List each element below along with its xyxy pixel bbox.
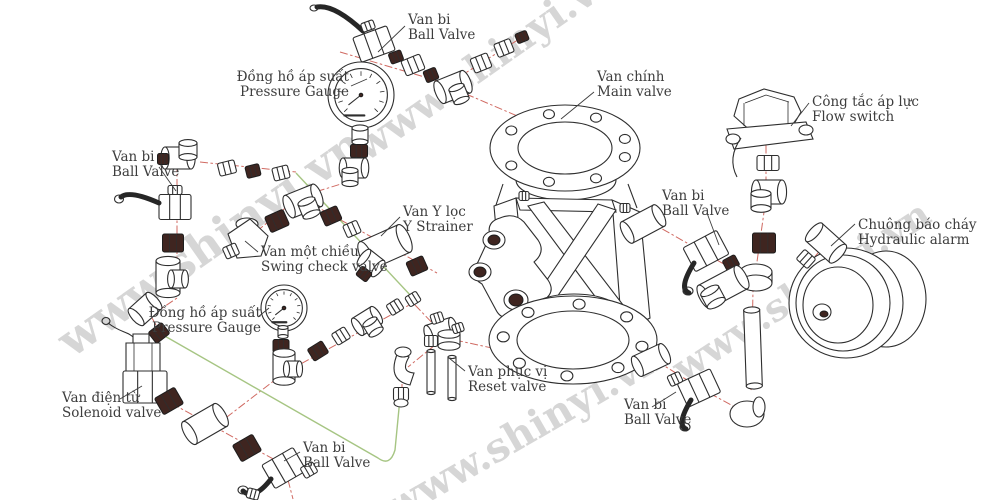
label-vi: Công tắc áp lực bbox=[812, 94, 919, 110]
label-en: Ball Valve bbox=[303, 455, 371, 472]
label-en: Ball Valve bbox=[408, 27, 476, 44]
label-vi: Van bi bbox=[624, 397, 667, 413]
label-en: Main valve bbox=[597, 84, 672, 101]
swing-check-valve-drawing bbox=[222, 183, 324, 260]
solenoid-valve-drawing bbox=[101, 316, 168, 404]
label-en: Ball Valve bbox=[624, 412, 692, 429]
ball-valve-bottom-center-drawing bbox=[154, 387, 318, 500]
mid-riser-fittings bbox=[307, 291, 422, 362]
label-leader-lines bbox=[119, 25, 856, 462]
reset-valve-drawing bbox=[392, 311, 465, 408]
hydraulic-alarm-drawing bbox=[788, 222, 927, 359]
right-riser bbox=[696, 179, 788, 428]
top-fittings bbox=[400, 30, 530, 106]
label-en: Flow switch bbox=[812, 109, 895, 126]
ball-valve-top-drawing bbox=[309, 4, 404, 65]
label-en: Reset valve bbox=[468, 379, 547, 396]
label-vi: Van bi bbox=[408, 12, 451, 28]
label-vi: Van bi bbox=[112, 149, 155, 165]
label-vi: Van điện từ bbox=[62, 390, 140, 406]
label-vi: Đồng hồ áp suất bbox=[148, 305, 261, 321]
label-en: Y Strainer bbox=[403, 219, 473, 236]
label-vi: Van bi bbox=[303, 440, 346, 456]
pressure-gauge-mid-drawing bbox=[260, 284, 308, 386]
pressure-gauge-top-drawing bbox=[327, 61, 395, 188]
main-valve-drawing bbox=[468, 104, 658, 385]
flow-switch-drawing bbox=[725, 88, 814, 178]
label-vi: Van một chiều bbox=[261, 244, 359, 260]
label-en: Ball Valve bbox=[662, 203, 730, 220]
y-strainer-drawing bbox=[319, 205, 429, 283]
components-layer bbox=[101, 4, 927, 500]
label-en: Pressure Gauge bbox=[152, 320, 261, 337]
label-vi: Đồng hồ áp suất bbox=[236, 69, 349, 85]
label-en: Solenoid valve bbox=[62, 405, 162, 422]
label-vi: Chuông báo cháy bbox=[858, 217, 977, 233]
label-en: Ball Valve bbox=[112, 164, 180, 181]
label-vi: Van phục vị bbox=[468, 364, 548, 380]
label-vi: Van Y lọc bbox=[403, 204, 466, 220]
label-vi: Van bi bbox=[662, 188, 705, 204]
fitting-cluster bbox=[217, 159, 291, 182]
label-vi: Van chính bbox=[597, 69, 665, 85]
ball-valve-left-drawing bbox=[113, 139, 198, 344]
label-en: Pressure Gauge bbox=[240, 84, 349, 101]
label-en: Swing check valve bbox=[261, 259, 388, 276]
label-en: Hydraulic alarm bbox=[858, 232, 970, 249]
ball-valve-bottom-right-drawing bbox=[630, 342, 721, 432]
